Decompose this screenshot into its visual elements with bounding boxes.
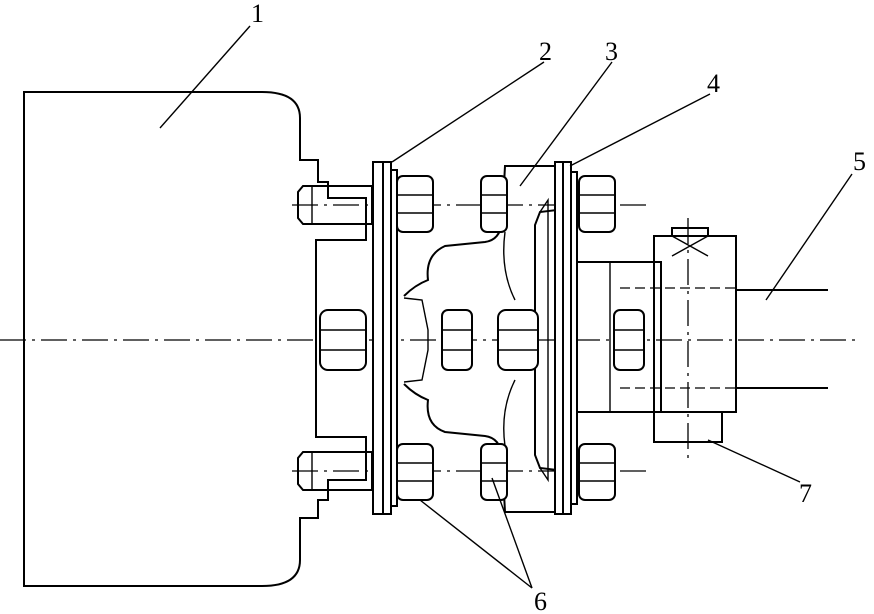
- left-flange-plate: [372, 161, 398, 515]
- motor-housing: [23, 91, 367, 587]
- nut-center-1: [319, 309, 367, 371]
- callout-5: 5: [853, 147, 866, 176]
- callout-6: 6: [534, 587, 547, 614]
- callout-3: 3: [605, 37, 618, 66]
- nut-center-3: [497, 309, 539, 371]
- nut-lower-mid: [480, 443, 508, 501]
- callout-4: 4: [707, 69, 720, 98]
- nut-upper-left: [396, 175, 434, 233]
- nut-upper-right: [578, 175, 616, 233]
- nut-center-2: [441, 309, 473, 371]
- nut-upper-mid: [480, 175, 508, 233]
- callout-2: 2: [539, 37, 552, 66]
- callout-1: 1: [251, 0, 264, 28]
- leader-lines: [159, 25, 853, 589]
- nut-lower-left: [396, 443, 434, 501]
- shaft-housing: [576, 218, 828, 462]
- nut-center-4: [613, 309, 645, 371]
- callout-7: 7: [799, 479, 812, 508]
- nut-lower-right: [578, 443, 616, 501]
- right-flange-plate: [554, 161, 578, 515]
